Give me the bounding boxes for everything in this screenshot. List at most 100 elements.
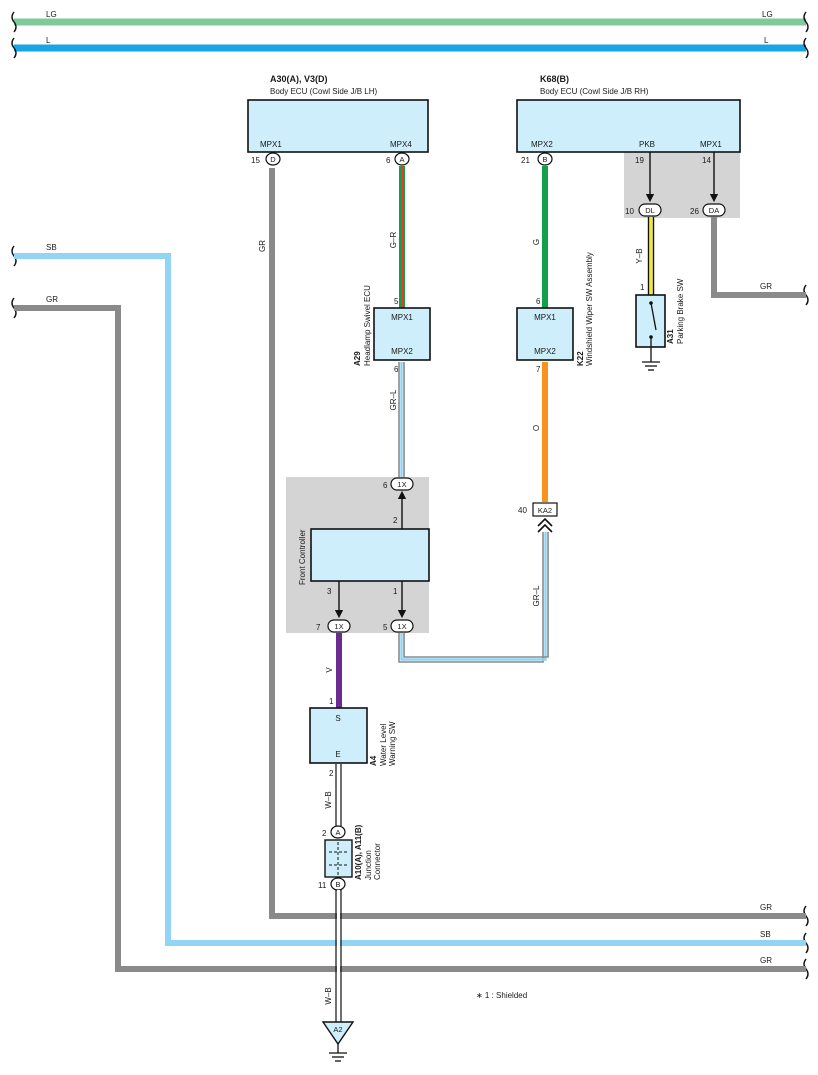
body-ecu-lh-pin-mpx1: MPX1 xyxy=(260,140,282,149)
da-id: DA xyxy=(709,206,719,215)
bus-lg-label-right: LG xyxy=(762,10,773,19)
parking-code: A31 xyxy=(666,329,675,344)
parking-name: Parking Brake SW xyxy=(676,278,685,344)
ground-icon xyxy=(329,1052,347,1062)
water-name-2: Warning SW xyxy=(388,721,397,766)
body-ecu-rh-code: K68(B) xyxy=(540,74,569,84)
body-ecu-rh-conn-b: B xyxy=(542,155,547,164)
wire-w-b-upper: W–B xyxy=(324,764,342,826)
connector-a-icon xyxy=(394,152,410,166)
body-ecu-rh-num-21: 21 xyxy=(521,156,530,165)
junction-top-num: 2 xyxy=(322,829,327,838)
gr-label-bottom2: GR xyxy=(760,956,772,965)
wiper-pin-mpx2: MPX2 xyxy=(534,347,556,356)
parking-ground-icon xyxy=(642,361,660,371)
connector-a-junction-icon xyxy=(330,825,346,839)
g-wire-label: G xyxy=(532,239,541,245)
y-b-wire-label: Y–B xyxy=(635,248,644,263)
body-ecu-rh-pin-mpx2: MPX2 xyxy=(531,140,553,149)
water-pin-e: E xyxy=(335,750,340,759)
fc-pin-right: 1 xyxy=(393,587,398,596)
g-r-wire-label: G–R xyxy=(389,232,398,249)
bus-lg: LG LG xyxy=(14,10,806,26)
water-sw-box xyxy=(309,707,368,764)
water-code: A4 xyxy=(369,755,378,766)
wire-gr-lh-ecu: GR GR xyxy=(258,168,806,919)
connector-1x-left-icon xyxy=(327,619,351,633)
connector-b-icon xyxy=(537,152,553,166)
front-controller: Front Controller 6 1X 2 3 1 7 1X 5 1X xyxy=(286,477,430,633)
gr-label-left: GR xyxy=(46,295,58,304)
headlamp-top-num: 5 xyxy=(394,297,399,306)
water-level-sw: 1 S E 2 A4 Water Level Warning SW xyxy=(309,697,397,778)
wire-gr-l-upper: GR–L xyxy=(389,362,405,478)
sb-label-bottom: SB xyxy=(760,930,771,939)
body-ecu-lh-conn-a: A xyxy=(399,155,404,164)
water-name-1: Water Level xyxy=(379,723,388,766)
parking-brake-sw: 1 A31 Parking Brake SW xyxy=(635,278,685,371)
dl-num: 10 xyxy=(625,207,634,216)
wiper-pin-mpx1: MPX1 xyxy=(534,313,556,322)
body-ecu-lh: A30(A), V3(D) Body ECU (Cowl Side J/B LH… xyxy=(247,74,429,166)
wire-g-r: G–R xyxy=(389,166,405,308)
fc-pin-left: 3 xyxy=(327,587,332,596)
ground-triangle-icon xyxy=(321,1021,355,1046)
wire-v: V xyxy=(325,633,342,708)
wire-gr-parking: GR xyxy=(711,217,806,298)
fc-right-conn-id: 1X xyxy=(397,622,406,631)
junction-top-id: A xyxy=(335,828,340,837)
shielded-note: ∗ 1 : Shielded xyxy=(476,991,527,1000)
body-ecu-lh-pin-mpx4: MPX4 xyxy=(390,140,412,149)
body-ecu-rh-name: Body ECU (Cowl Side J/B RH) xyxy=(540,87,649,96)
gr-l-upper-label: GR–L xyxy=(389,389,398,410)
w-b-lower-label: W–B xyxy=(324,987,333,1004)
wire-gr-l-lower: GR–L xyxy=(398,532,549,663)
wire-y-b: Y–B xyxy=(635,217,655,295)
junction-code: A10(A), A11(B) xyxy=(354,824,363,880)
connector-da-icon xyxy=(702,203,726,217)
body-ecu-rh-num-14: 14 xyxy=(702,156,711,165)
front-controller-box xyxy=(310,528,430,582)
connector-1x-right-icon xyxy=(390,619,414,633)
water-top-num: 1 xyxy=(329,697,334,706)
headlamp-ecu-box xyxy=(373,307,431,361)
wire-gr-loop: GR GR xyxy=(14,295,806,972)
wire-w-b-lower: W–B xyxy=(324,890,342,1022)
headlamp-pin-mpx1: MPX1 xyxy=(391,313,413,322)
body-ecu-lh-num-15: 15 xyxy=(251,156,260,165)
connector-ka2-icon xyxy=(532,502,558,517)
body-ecu-lh-conn-d: D xyxy=(270,155,276,164)
gr-lh-wire-label: GR xyxy=(258,240,267,252)
wire-sb-loop: SB SB xyxy=(14,243,806,946)
gr-label-bottom1: GR xyxy=(760,903,772,912)
wiper-sw-box xyxy=(516,307,574,361)
junction-name-2: Connector xyxy=(373,843,382,880)
body-ecu-rh: K68(B) Body ECU (Cowl Side J/B RH) MPX2 … xyxy=(516,74,741,218)
gr-l-lower-label: GR–L xyxy=(532,585,541,606)
headlamp-swivel-ecu: 5 MPX1 MPX2 6 A29 Headlamp Swivel ECU xyxy=(353,285,431,374)
parking-pin-num: 1 xyxy=(640,283,645,292)
junction-bottom-id: B xyxy=(335,880,340,889)
ka2-num: 40 xyxy=(518,506,527,515)
fc-top-conn-num: 6 xyxy=(383,481,388,490)
bus-l-label-left: L xyxy=(46,36,51,45)
body-ecu-lh-code: A30(A), V3(D) xyxy=(270,74,328,84)
body-ecu-lh-box xyxy=(247,99,429,153)
body-ecu-rh-box xyxy=(516,99,741,153)
ground-a2: A2 xyxy=(321,1021,355,1062)
body-ecu-rh-pin-mpx1: MPX1 xyxy=(700,140,722,149)
o-wire-label: O xyxy=(532,425,541,431)
wiper-code: K22 xyxy=(576,351,585,366)
fc-left-conn-num: 7 xyxy=(316,623,321,632)
wiper-top-num: 6 xyxy=(536,297,541,306)
gr-label-right: GR xyxy=(760,282,772,291)
connector-d-icon xyxy=(265,152,281,166)
body-ecu-rh-pin-pkb: PKB xyxy=(639,140,655,149)
da-num: 26 xyxy=(690,207,699,216)
fc-right-conn-num: 5 xyxy=(383,623,388,632)
ground-id: A2 xyxy=(333,1025,342,1034)
water-pin-s: S xyxy=(335,714,340,723)
water-bottom-num: 2 xyxy=(329,769,334,778)
connector-1x-top-icon xyxy=(390,477,414,491)
